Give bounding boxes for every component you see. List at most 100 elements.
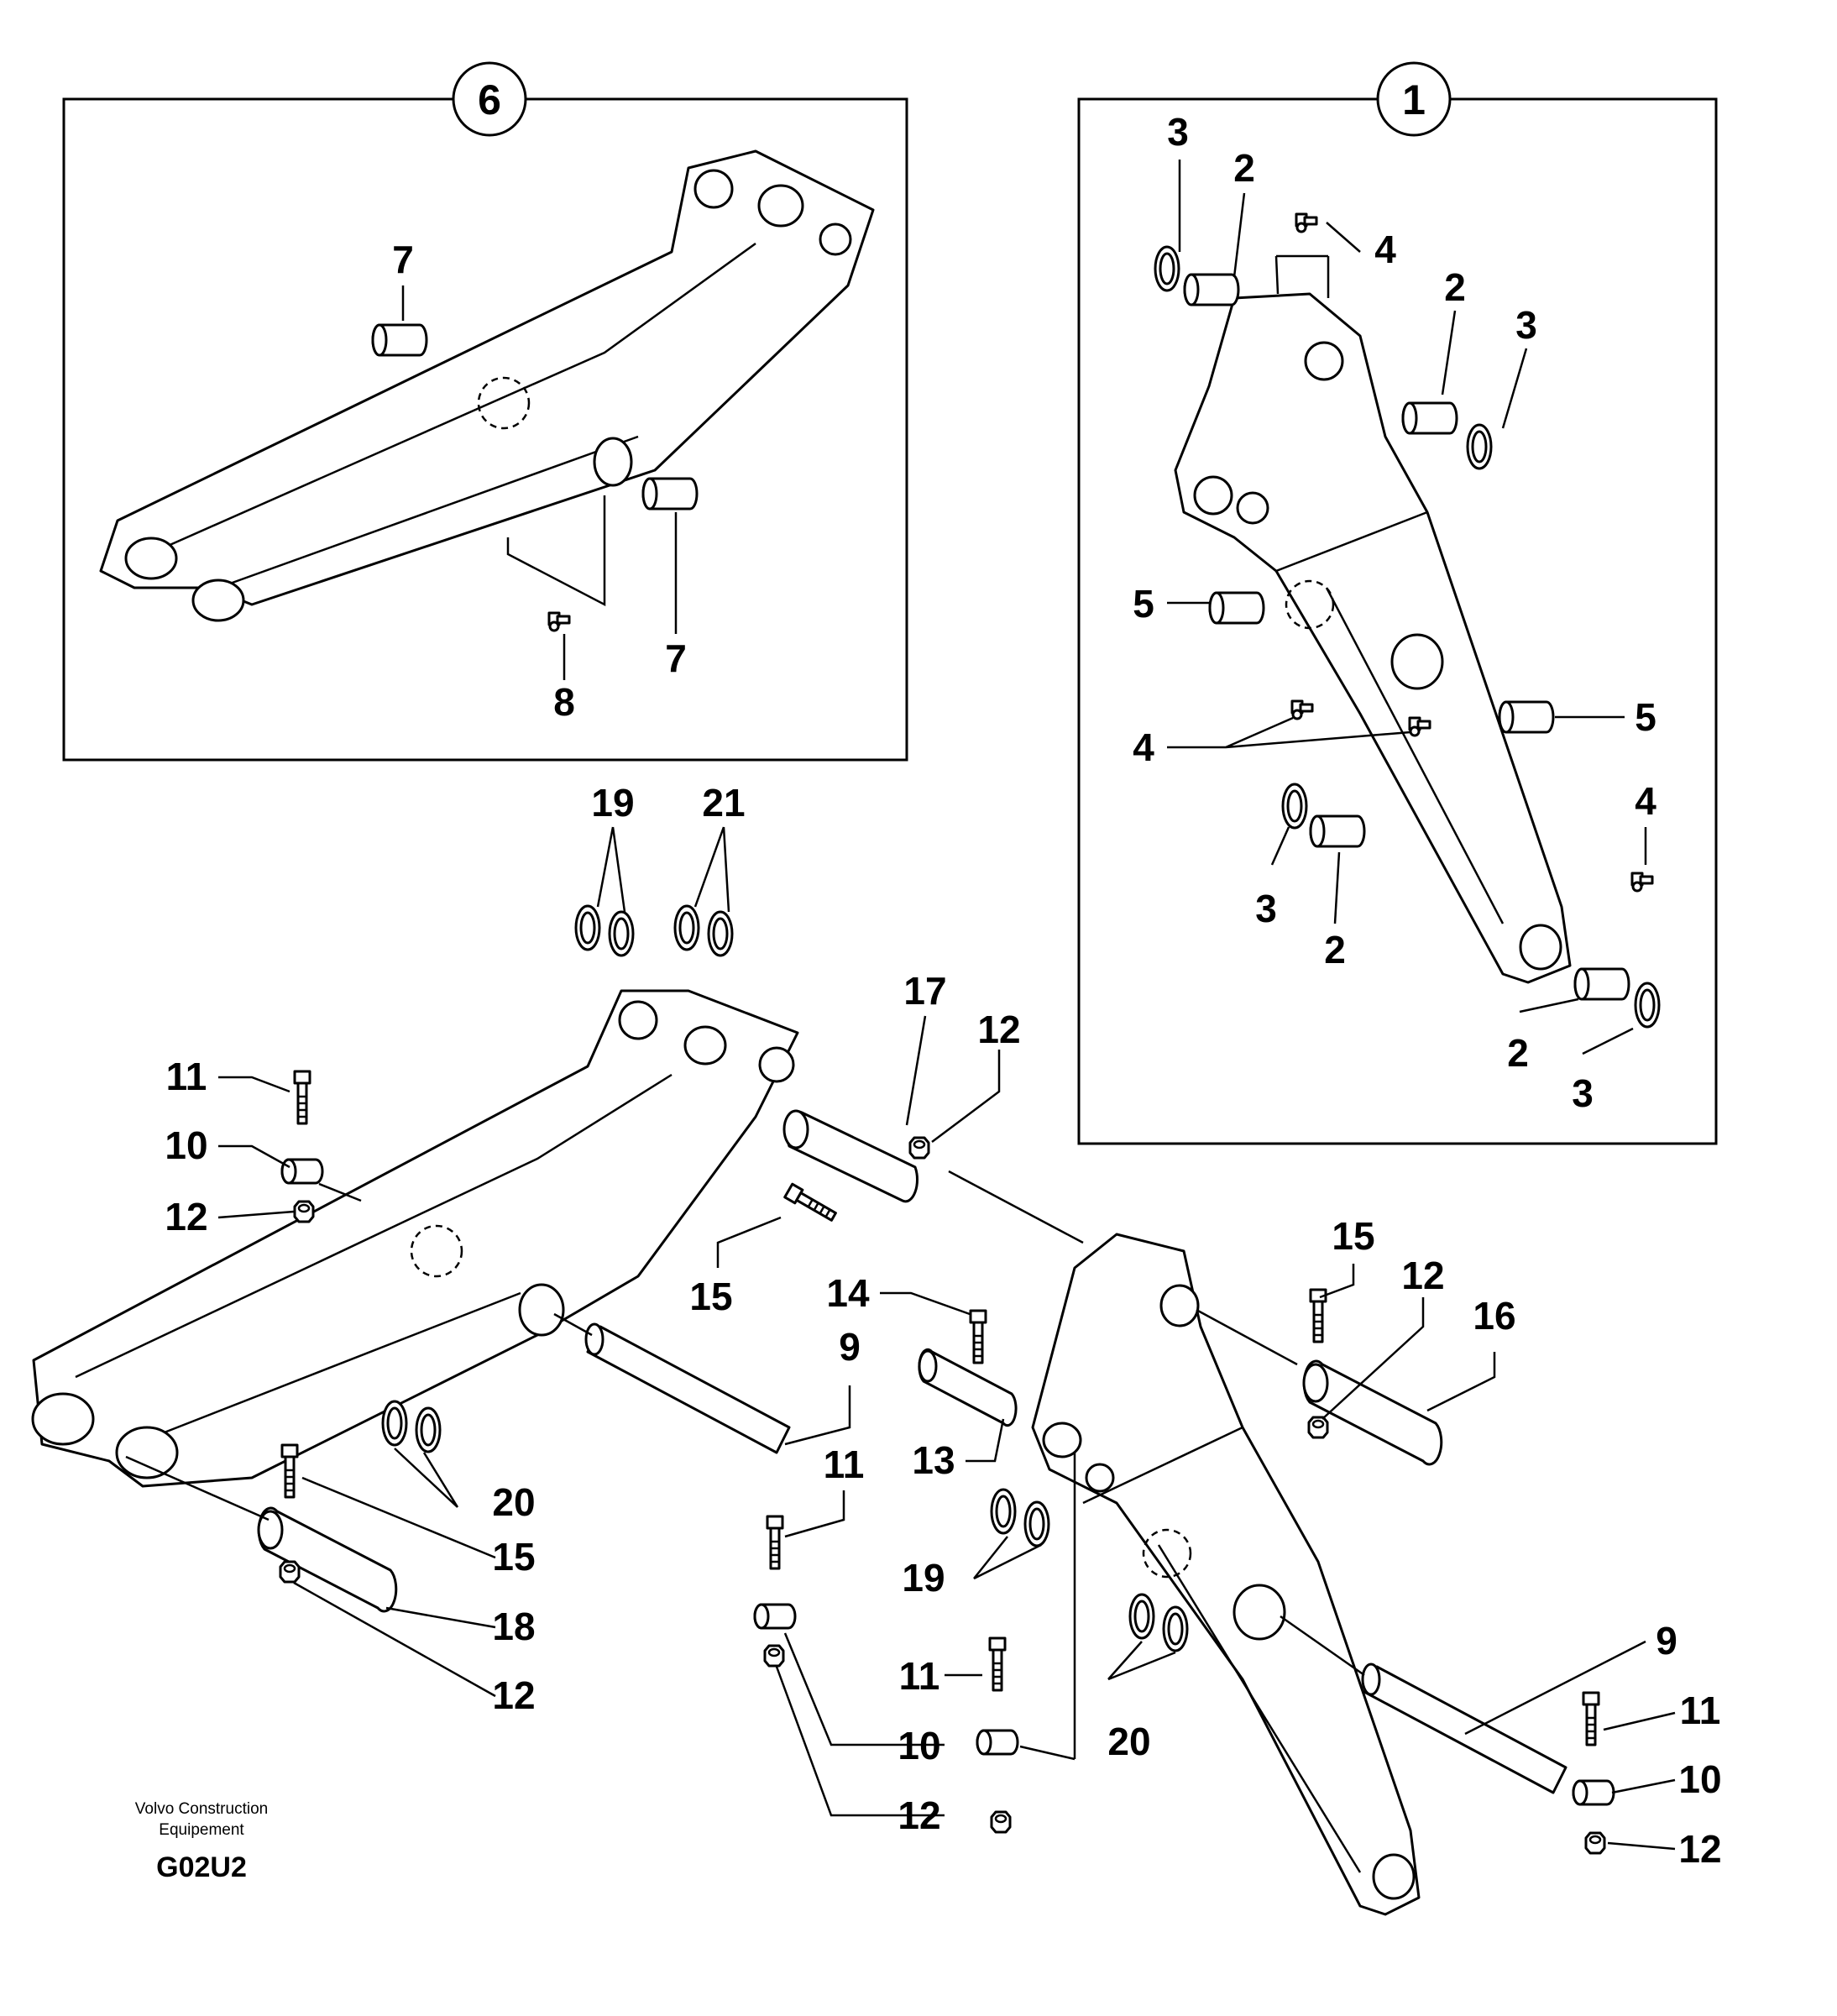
nut-12-left — [293, 1200, 315, 1223]
bolt-15-right — [1309, 1288, 1327, 1343]
seal-ring-19-b — [608, 910, 635, 957]
callout-3-bottom-right: 3 — [1572, 1071, 1594, 1115]
callout-2-bottom-right: 2 — [1507, 1031, 1529, 1075]
footer: Volvo Construction Equipement G02U2 — [135, 1800, 268, 1883]
pin-13 — [918, 1348, 1018, 1427]
nut-12-center — [763, 1644, 785, 1668]
callout-5-left: 5 — [1133, 582, 1154, 626]
bolt-11-upper-left — [293, 1070, 311, 1125]
callout-12-far-right: 12 — [1678, 1827, 1721, 1871]
bolt-14 — [969, 1309, 987, 1364]
grease-nipple-4-top — [1295, 212, 1318, 233]
callout-10-upper-left: 10 — [165, 1123, 207, 1167]
boom-illustration — [31, 989, 799, 1488]
seal-ring-3-top-right — [1466, 423, 1493, 470]
seal-ring-3-bottom-right — [1634, 982, 1661, 1029]
arm-illustration-panel-6 — [99, 149, 875, 622]
callout-19-bottom: 19 — [902, 1556, 945, 1600]
panel-number-1: 1 — [1402, 76, 1426, 123]
panel-6: 6 7 7 8 — [62, 61, 908, 762]
seal-ring-19-a — [574, 904, 601, 951]
collar-10-right — [1572, 1779, 1615, 1806]
arm-illustration — [1031, 1233, 1421, 1916]
callout-8: 8 — [553, 680, 575, 724]
callout-3-top-right: 3 — [1515, 303, 1537, 347]
bolt-11-center — [766, 1515, 784, 1570]
seal-ring-21-b — [707, 910, 734, 957]
bushing-2-bottom-left — [1309, 814, 1366, 848]
callout-9-right: 9 — [1656, 1619, 1677, 1663]
callout-11-right: 11 — [1680, 1689, 1721, 1732]
collar-10-center — [753, 1603, 797, 1630]
arm-illustration-panel-1 — [1174, 292, 1572, 984]
bolt-11-lower — [988, 1636, 1007, 1692]
callout-15-center: 15 — [689, 1275, 732, 1318]
callout-11-lower: 11 — [899, 1654, 940, 1698]
seal-ring-20-left-a — [381, 1400, 408, 1447]
callout-13: 13 — [912, 1438, 955, 1482]
seal-ring-3-top-left — [1154, 245, 1180, 292]
callout-12-top: 12 — [977, 1008, 1020, 1051]
callout-11-center: 11 — [824, 1443, 865, 1486]
callout-5-right: 5 — [1635, 695, 1656, 739]
callout-20-right: 20 — [1107, 1720, 1150, 1763]
callout-7-bottom: 7 — [665, 636, 687, 680]
seal-ring-21-a — [673, 904, 700, 951]
nut-12-far-right — [1584, 1831, 1606, 1855]
seal-ring-20-right-a — [1128, 1593, 1155, 1640]
callout-12-upper-left: 12 — [165, 1195, 207, 1238]
seal-ring-20-right-b — [1162, 1605, 1189, 1652]
bushing-5-left — [1208, 591, 1265, 625]
nut-12-lower — [990, 1810, 1012, 1834]
bolt-15-center — [783, 1182, 839, 1225]
callout-10-lower: 10 — [898, 1724, 940, 1767]
bushing-7-bottom — [641, 477, 699, 511]
callout-9-left: 9 — [839, 1325, 861, 1369]
nut-12-top — [908, 1136, 930, 1160]
callout-18: 18 — [492, 1605, 535, 1648]
callout-4-middle: 4 — [1133, 725, 1154, 769]
callout-15-right: 15 — [1332, 1214, 1374, 1258]
callout-12-lower: 12 — [898, 1793, 940, 1837]
grease-nipple-8 — [547, 611, 571, 632]
grease-nipple-4-bottom — [1630, 872, 1654, 893]
callout-10-right: 10 — [1678, 1757, 1721, 1801]
callout-19-top: 19 — [591, 781, 634, 825]
bolt-15-left — [280, 1443, 299, 1499]
callout-16: 16 — [1473, 1294, 1515, 1338]
callout-3-top-left: 3 — [1167, 110, 1189, 154]
callout-2-top-right: 2 — [1444, 265, 1466, 309]
callout-20-left: 20 — [492, 1480, 535, 1524]
main-exploded-view: 19 21 17 12 11 10 12 15 14 9 13 15 12 16… — [31, 781, 1722, 1916]
seal-ring-19-right-b — [1023, 1500, 1050, 1547]
callout-12-right: 12 — [1401, 1254, 1444, 1297]
callout-4-bottom: 4 — [1635, 779, 1656, 823]
seal-ring-19-right-a — [990, 1488, 1017, 1535]
nut-12-bottom-left — [279, 1560, 301, 1584]
manufacturer-line-2: Equipement — [159, 1821, 244, 1839]
pin-17 — [782, 1109, 918, 1203]
pin-16 — [1302, 1359, 1443, 1466]
callout-11-upper-left: 11 — [166, 1055, 207, 1098]
seal-ring-20-left-b — [415, 1406, 442, 1453]
callout-17: 17 — [903, 969, 946, 1013]
pin-18 — [257, 1506, 398, 1613]
seal-ring-3-bottom-left — [1281, 783, 1308, 830]
nut-12-right — [1307, 1416, 1329, 1439]
callout-4-top: 4 — [1374, 228, 1396, 271]
collar-10-left — [280, 1158, 324, 1185]
grease-nipple-4-middle-left — [1290, 699, 1314, 720]
callout-12-bottom-left: 12 — [492, 1673, 535, 1717]
manufacturer-line-1: Volvo Construction — [135, 1800, 268, 1818]
pin-9-left — [584, 1322, 791, 1454]
bushing-2-top-right — [1401, 401, 1458, 435]
pin-9-right — [1361, 1663, 1567, 1794]
bushing-7-top — [371, 323, 428, 357]
collar-10-lower — [976, 1729, 1019, 1756]
panel-1: 1 — [1077, 61, 1718, 1145]
callout-14: 14 — [826, 1271, 870, 1315]
bolt-11-right — [1582, 1691, 1600, 1746]
callout-21: 21 — [702, 781, 745, 825]
bushing-2-top-left — [1183, 273, 1240, 306]
